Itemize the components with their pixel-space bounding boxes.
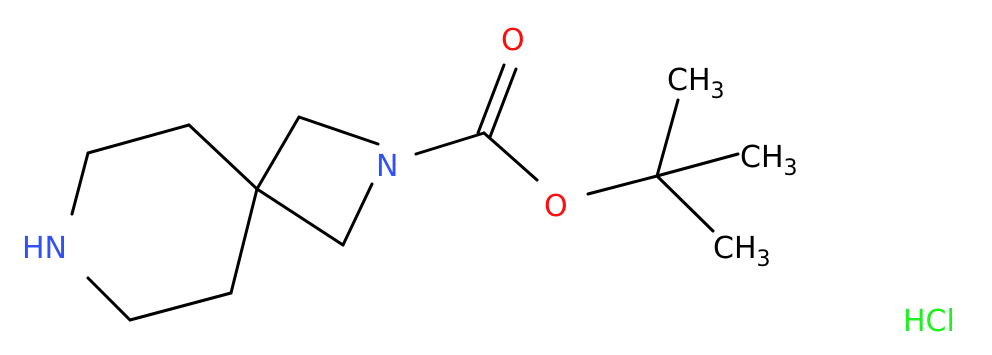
bond-c-oester [482, 131, 539, 182]
bond-ring-f [70, 151, 90, 216]
methyl-right-sub: 3 [784, 156, 798, 181]
piperidine-nh-label: HN [22, 231, 67, 266]
bond-ring-a [86, 123, 191, 155]
bond-ring-d [128, 291, 233, 322]
azetidine-nitrogen-label: N [376, 149, 398, 184]
bond-ring-e [86, 276, 132, 322]
methyl-bottom-sub: 3 [757, 247, 771, 272]
ester-oxygen-label: O [544, 189, 568, 224]
bond-co-double-1 [476, 63, 506, 135]
methyl-bottom-main: CH [713, 231, 757, 266]
methyl-right-main: CH [740, 140, 784, 175]
methyl-right-label: CH3 [740, 140, 798, 181]
methyl-top-main: CH [667, 63, 711, 98]
methyl-bottom-label: CH3 [713, 231, 771, 272]
bond-ctert-me-top [655, 98, 680, 178]
bond-spiro-bottom [255, 187, 345, 247]
carbonyl-oxygen-label: O [501, 23, 525, 58]
hcl-salt-label: HCl [903, 304, 955, 339]
bond-spiro-top [255, 115, 301, 191]
bond-ring-c [229, 187, 259, 295]
bond-azet-bottom [341, 182, 374, 247]
bond-ctert-me-right [655, 152, 740, 178]
bond-azet-top [297, 115, 380, 146]
methyl-top-label: CH3 [667, 63, 725, 104]
bond-ctert-me-bottom [655, 174, 715, 233]
bond-ring-b [187, 123, 259, 191]
bond-n-carbonyl [414, 131, 486, 156]
bond-oester-ctert [586, 174, 659, 196]
bond-co-double-2 [488, 67, 518, 139]
methyl-top-sub: 3 [711, 79, 725, 104]
